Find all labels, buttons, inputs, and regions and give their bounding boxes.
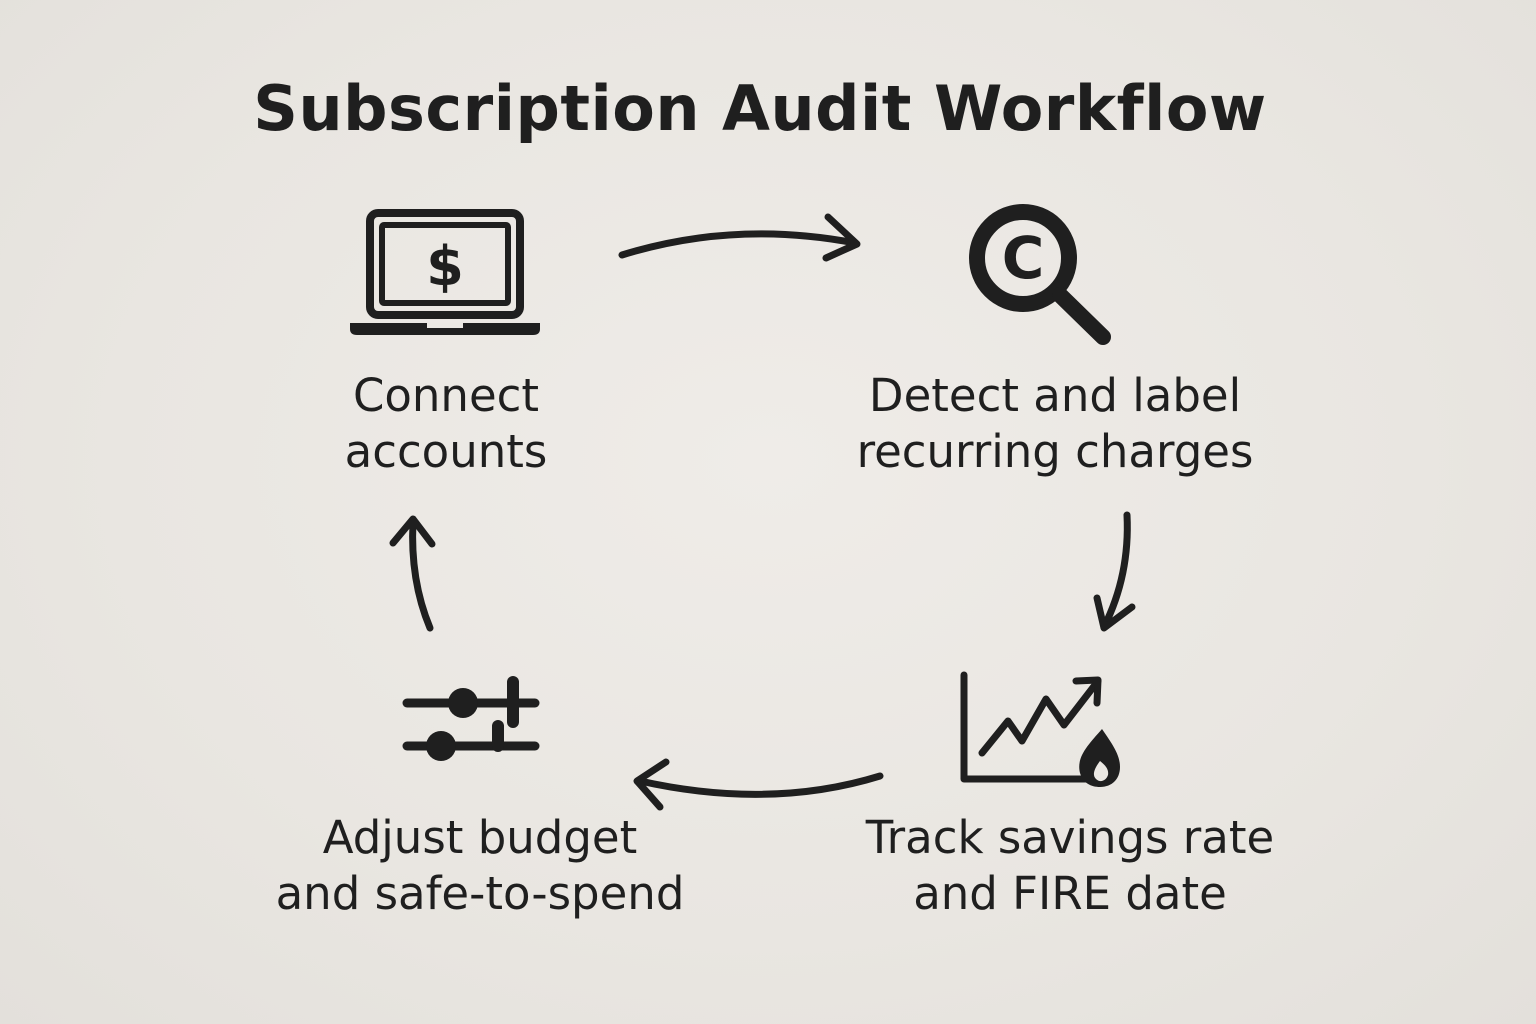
step-label-line: and FIRE date — [913, 867, 1227, 920]
arrow-connect-to-detect — [618, 213, 861, 262]
step-label-line: Detect and label — [868, 369, 1242, 422]
step-label-line: Adjust budget — [322, 811, 638, 864]
step-label-line: recurring charges — [856, 425, 1254, 478]
step-label-adjust-budget: Adjust budget and safe-to-spend — [230, 810, 730, 922]
diagram-title: Subscription Audit Workflow — [253, 72, 1267, 145]
sliders-icon — [402, 676, 540, 761]
svg-text:$: $ — [426, 235, 464, 298]
laptop-dollar-icon: $ — [350, 209, 540, 335]
step-label-line: Track savings rate — [865, 811, 1275, 864]
arrow-track-to-adjust — [633, 758, 884, 811]
step-label-line: accounts — [344, 425, 548, 478]
step-label-line: and safe-to-spend — [275, 867, 685, 920]
svg-text:C: C — [1002, 224, 1045, 292]
arrow-detect-to-track — [1093, 511, 1136, 632]
step-label-connect-accounts: Connect accounts — [246, 368, 646, 480]
step-label-line: Connect — [352, 369, 540, 422]
arrow-adjust-to-connect — [389, 515, 436, 632]
step-label-track-savings: Track savings rate and FIRE date — [820, 810, 1320, 922]
growth-chart-flame-icon — [960, 671, 1120, 787]
step-label-detect-recurring: Detect and label recurring charges — [780, 368, 1330, 480]
magnifier-c-icon: C — [969, 204, 1111, 345]
